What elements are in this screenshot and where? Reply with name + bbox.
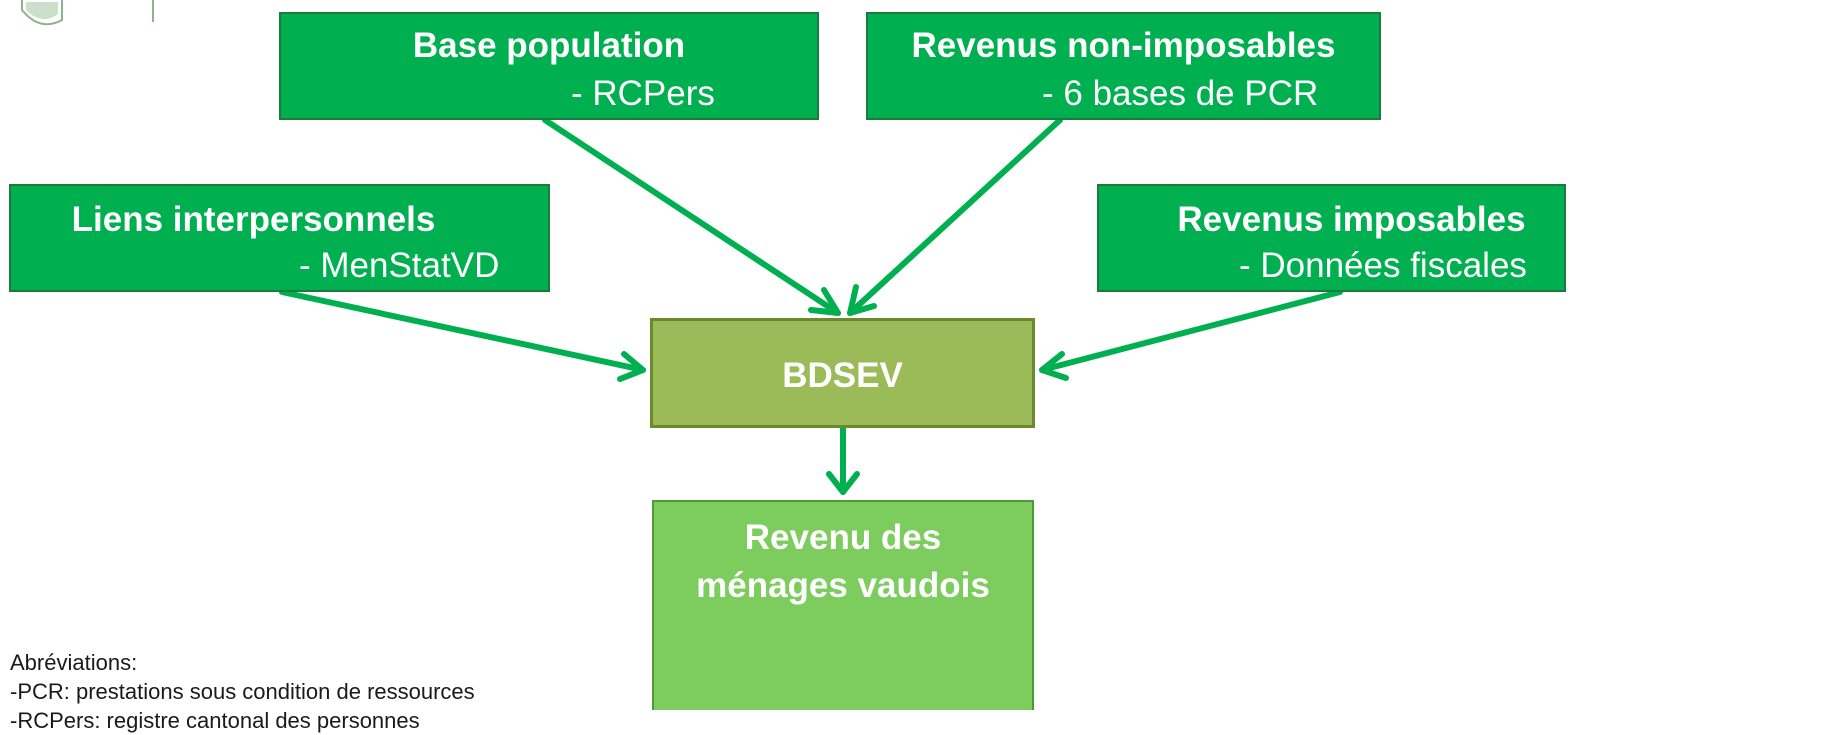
arrow-base-population [542,117,841,316]
flow-arrows [279,117,1343,495]
revenu-menages-box: Revenu des ménages vaudois [652,500,1034,710]
arrowhead-bdsev-result [826,471,860,495]
abbreviations-heading: Abréviations: [10,650,138,675]
arrow-revenus-non-imposables [847,117,1063,316]
revenus-non-imposables-source: - 6 bases de PCR [1042,74,1319,113]
revenus-non-imposables-title: Revenus non-imposables [911,26,1336,65]
abbreviations-notes: Abréviations: -PCR: prestations sous con… [10,648,475,735]
revenu-menages-title-line1: Revenu des [744,518,942,557]
arrow-revenus-imposables [1039,289,1343,373]
revenus-imposables-box: Revenus imposables - Données fiscales [1097,184,1566,292]
base-population-box: Base population - RCPers [279,12,819,120]
revenus-imposables-source: - Données fiscales [1239,246,1527,285]
liens-interpersonnels-source: - MenStatVD [299,246,500,285]
bdsev-title: BDSEV [782,356,903,395]
arrow-liens-interpersonnels [279,289,646,373]
revenus-non-imposables-box: Revenus non-imposables - 6 bases de PCR [866,12,1381,120]
shield-logo-icon [21,0,154,26]
arrowhead-revenus-imposables [1039,351,1069,381]
arrowhead-liens-interpersonnels [617,351,646,382]
bdsev-box: BDSEV [650,318,1035,428]
abbreviation-rcpers: -RCPers: registre cantonal des personnes [10,708,420,733]
liens-interpersonnels-box: Liens interpersonnels - MenStatVD [9,184,550,292]
revenus-imposables-title: Revenus imposables [1177,200,1526,239]
liens-interpersonnels-title: Liens interpersonnels [71,200,436,239]
arrowhead-base-population [808,287,841,316]
base-population-title: Base population [412,26,686,65]
revenu-menages-title-line2: ménages vaudois [696,566,990,605]
abbreviation-pcr: -PCR: prestations sous condition de ress… [10,679,475,704]
arrowhead-revenus-non-imposables [847,284,877,316]
base-population-source: - RCPers [571,74,715,113]
